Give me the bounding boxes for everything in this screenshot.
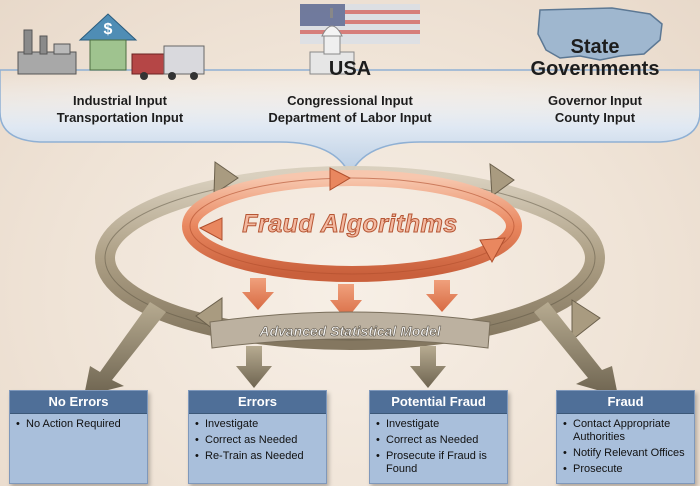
list-item: Contact Appropriate Authorities: [563, 418, 694, 444]
industry-input-labels: Industrial Input Transportation Input: [40, 92, 200, 126]
list-item: Prosecute if Fraud is Found: [376, 450, 507, 476]
list-item: Re-Train as Needed: [195, 450, 326, 463]
outcome-box-fraud: Fraud Contact Appropriate Authorities No…: [556, 390, 695, 484]
outer-ring-arrowhead-right: [571, 299, 601, 342]
outcome-list: Contact Appropriate Authorities Notify R…: [557, 418, 694, 476]
outcome-list: No Action Required: [10, 418, 147, 431]
inner-ring-arrowhead-right: [479, 237, 506, 264]
usa-input-line-1: Congressional Input: [287, 93, 413, 108]
list-item: Prosecute: [563, 463, 694, 476]
model-band: [209, 311, 491, 349]
factory-icon: [17, 29, 77, 75]
usa-input-labels: Congressional Input Department of Labor …: [255, 92, 445, 126]
svg-text:$: $: [104, 21, 113, 38]
outcome-box-errors: Errors Investigate Correct as Needed Re-…: [188, 390, 327, 484]
list-item: Correct as Needed: [376, 434, 507, 447]
inner-ring-arrowhead-top: [329, 167, 352, 191]
list-item: Correct as Needed: [195, 434, 326, 447]
state-input-line-2: County Input: [554, 110, 636, 125]
truck-icon: [131, 45, 205, 80]
list-item: Investigate: [195, 418, 326, 431]
outcome-title: Potential Fraud: [370, 391, 507, 414]
fraud-algorithms-label: Fraud Algorithms: [242, 210, 458, 239]
advanced-statistical-model-label: Advanced Statistical Model: [259, 323, 441, 340]
dollar-house-icon: $: [78, 13, 138, 71]
list-item: Investigate: [376, 418, 507, 431]
us-map-icon: [537, 7, 663, 61]
state-input-line-1: Governor Input: [548, 93, 642, 108]
state-governments-title: State Governments: [525, 36, 665, 80]
list-item: Notify Relevant Offices: [563, 447, 694, 460]
outcome-title: Errors: [189, 391, 326, 414]
algorithm-down-arrows: [242, 278, 458, 320]
outer-ring-arrowhead-top-right: [489, 163, 515, 197]
state-input-labels: Governor Input County Input: [520, 92, 670, 126]
outer-ring-arrowhead-top-left: [213, 161, 239, 195]
outcome-list: Investigate Correct as Needed Prosecute …: [370, 418, 507, 476]
state-title-line-2: Governments: [530, 58, 660, 80]
industry-input-line-2: Transportation Input: [56, 110, 184, 125]
outcome-box-no-errors: No Errors No Action Required: [9, 390, 148, 484]
outcome-box-potential-fraud: Potential Fraud Investigate Correct as N…: [369, 390, 508, 484]
capitol-icon: [309, 8, 355, 75]
inner-ring-arrowhead-left: [198, 217, 223, 241]
outcome-title: No Errors: [10, 391, 147, 414]
usa-title: USA: [328, 58, 372, 80]
state-title-line-1: State: [570, 36, 620, 58]
list-item: No Action Required: [16, 418, 147, 431]
outcome-title: Fraud: [557, 391, 694, 414]
outcome-arrows: [84, 302, 618, 396]
flag-icon: [300, 4, 420, 44]
industry-input-line-1: Industrial Input: [73, 93, 167, 108]
outcome-list: Investigate Correct as Needed Re-Train a…: [189, 418, 326, 463]
usa-input-line-2: Department of Labor Input: [268, 110, 432, 125]
